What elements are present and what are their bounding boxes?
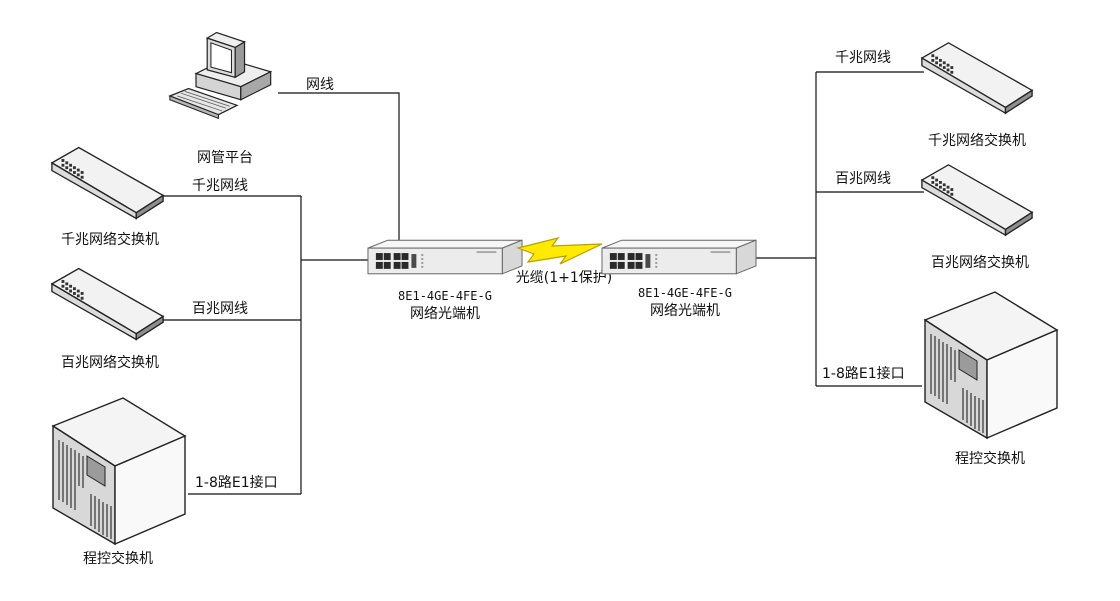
rack-optical-terminal-icon: [367, 239, 523, 275]
right-gigabit-switch-label: 千兆网络交换机: [928, 132, 1026, 149]
left-terminal-label: 网络光端机: [410, 306, 480, 322]
right-terminal-label: 网络光端机: [650, 303, 720, 319]
right-optical-terminal-node: 8E1-4GE-4FE-G 网络光端机: [601, 239, 757, 319]
management-link-label: 网线: [306, 77, 334, 93]
right-fast-switch-label: 百兆网络交换机: [931, 254, 1029, 271]
network-switch-icon: [921, 164, 1033, 236]
left-fast-link-label: 百兆网线: [192, 301, 248, 317]
pbx-tower-icon: [924, 291, 1058, 439]
management-link-line: [278, 92, 400, 242]
network-switch-icon: [921, 42, 1033, 114]
right-gigabit-link-label: 千兆网线: [835, 50, 891, 66]
lightning-bolt-icon: [515, 237, 603, 265]
left-e1-link-label: 1-8路E1接口: [195, 474, 278, 491]
right-pbx-node: 程控交换机: [924, 291, 1058, 467]
right-e1-link-label: 1-8路E1接口: [822, 365, 905, 382]
left-fast-switch-node: 百兆网络交换机: [51, 267, 164, 371]
left-terminal-model: 8E1-4GE-4FE-G: [398, 289, 492, 303]
left-fast-switch-label: 百兆网络交换机: [61, 354, 159, 371]
right-fast-link-label: 百兆网线: [835, 171, 891, 187]
rack-optical-terminal-icon: [601, 239, 757, 275]
fiber-link-label: 光缆(1+1保护): [516, 270, 612, 286]
management-platform-label: 网管平台: [197, 150, 253, 166]
left-pbx-node: 程控交换机: [52, 397, 186, 567]
right-pbx-label: 程控交换机: [955, 450, 1025, 467]
right-gigabit-switch-node: 千兆网络交换机: [921, 42, 1033, 149]
desktop-computer-icon: [169, 31, 272, 120]
left-pbx-label: 程控交换机: [83, 550, 153, 567]
pbx-tower-icon: [52, 397, 186, 545]
network-switch-icon: [51, 146, 164, 220]
left-gigabit-link-label: 千兆网线: [192, 178, 248, 194]
network-switch-icon: [51, 267, 164, 341]
left-optical-terminal-node: 8E1-4GE-4FE-G 网络光端机: [367, 239, 523, 322]
management-platform-node: 网管平台: [169, 31, 272, 166]
left-gigabit-switch-label: 千兆网络交换机: [61, 231, 159, 248]
right-fast-switch-node: 百兆网络交换机: [921, 164, 1033, 271]
left-gigabit-switch-node: 千兆网络交换机: [51, 146, 164, 248]
fiber-link: 光缆(1+1保护): [515, 237, 612, 286]
right-terminal-model: 8E1-4GE-4FE-G: [638, 286, 732, 300]
